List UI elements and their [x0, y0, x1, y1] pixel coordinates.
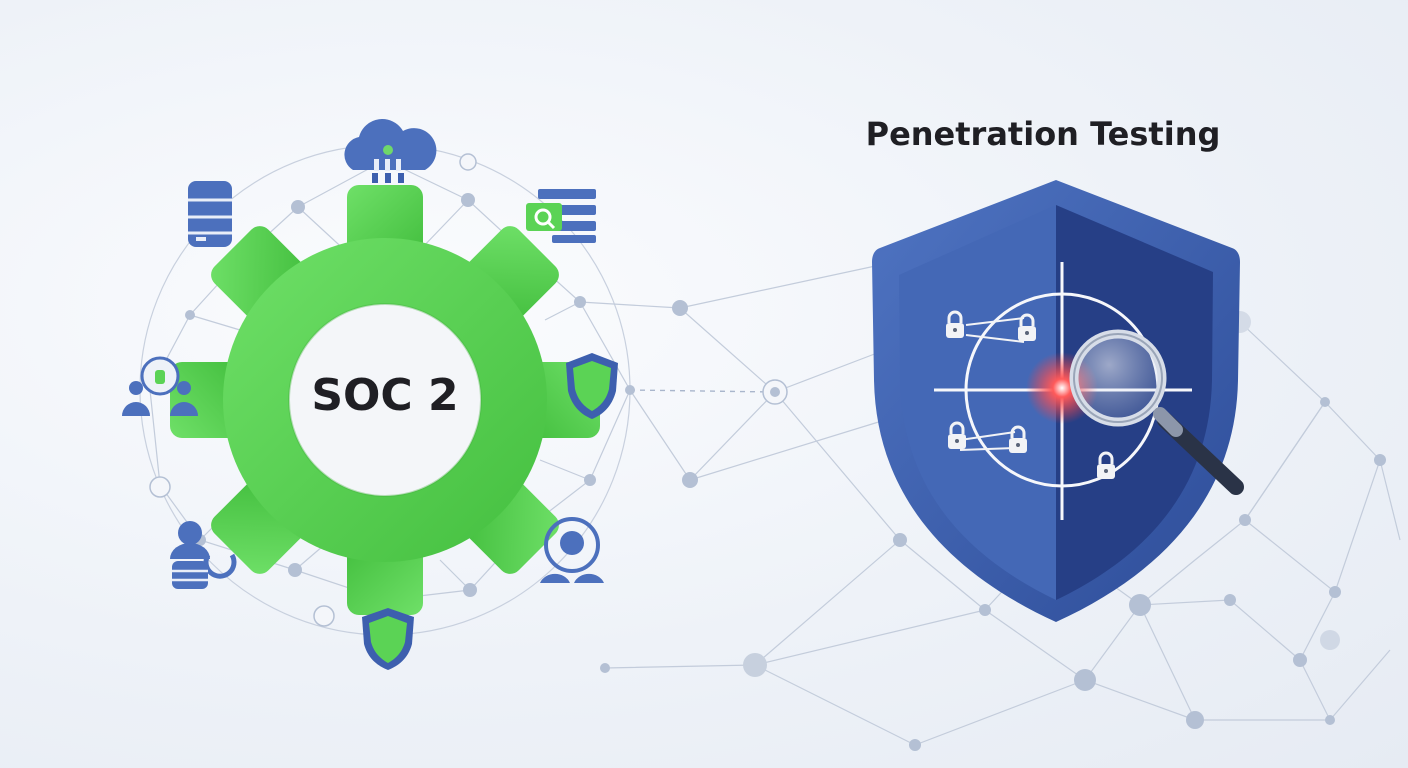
connector-node-inner — [770, 387, 780, 397]
search-document-icon — [526, 189, 596, 243]
user-support-icon — [540, 517, 604, 583]
magnifier-icon — [1069, 329, 1244, 495]
database-icon — [188, 181, 232, 247]
gear-label: SOC 2 — [311, 370, 458, 421]
padlock-icon — [959, 317, 1025, 451]
team-data-icon — [122, 356, 198, 416]
pentest-title: Penetration Testing — [866, 115, 1221, 153]
shield-check-icon — [566, 353, 618, 419]
cloud-network-icon — [344, 119, 437, 183]
user-database-icon — [170, 521, 237, 589]
shield-bottom-icon — [362, 608, 414, 670]
